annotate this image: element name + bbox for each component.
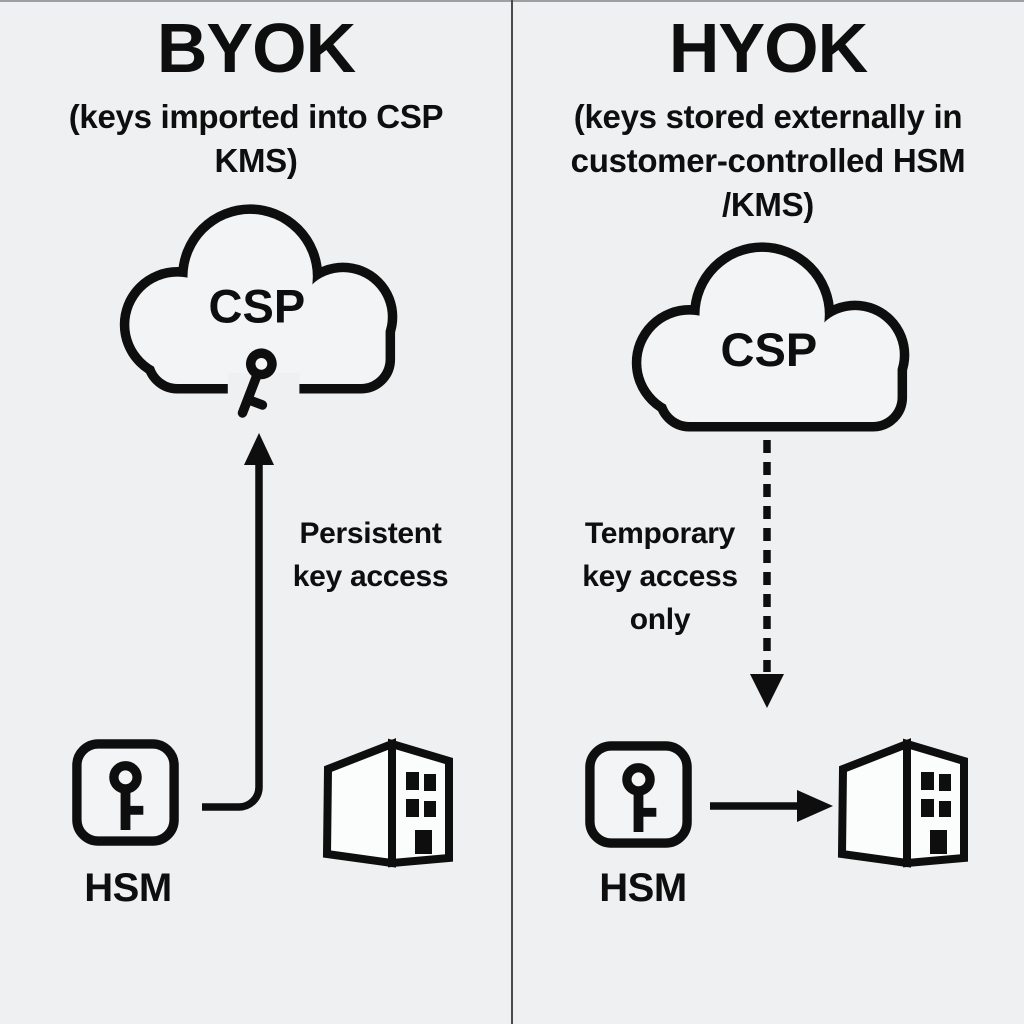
building-icon [837, 738, 968, 868]
byok-panel: BYOK (keys imported into CSP KMS) CSP [68, 9, 453, 910]
building-icon [322, 738, 453, 868]
hsm-icon [72, 739, 179, 846]
hsm-icon [585, 741, 692, 848]
panel-subtitle: (keys imported into CSP KMS) [68, 98, 444, 179]
cloud-icon: CSP [119, 204, 398, 418]
csp-label: CSP [721, 323, 818, 376]
cloud-icon: CSP [631, 242, 910, 432]
building-windows [406, 772, 436, 854]
panel-title: BYOK [156, 9, 356, 87]
building-windows [921, 772, 951, 854]
key-icon [237, 348, 277, 418]
panel-subtitle: (keys stored externally in customer-cont… [570, 98, 966, 223]
hyok-panel: HYOK (keys stored externally in customer… [512, 0, 1024, 1024]
hsm-label: HSM [599, 866, 687, 910]
flow-label: Persistent key access [292, 517, 449, 593]
right-arrow-icon [710, 790, 833, 822]
panel-title: HYOK [668, 9, 868, 87]
up-arrow-icon [202, 433, 274, 811]
csp-label: CSP [209, 279, 306, 332]
key-icon [109, 761, 144, 830]
key-icon [622, 763, 657, 832]
dashed-down-arrow-icon [750, 440, 784, 708]
flow-label: Temporary key access only [582, 517, 738, 636]
panel-divider [511, 0, 513, 1024]
hsm-label: HSM [84, 866, 172, 910]
